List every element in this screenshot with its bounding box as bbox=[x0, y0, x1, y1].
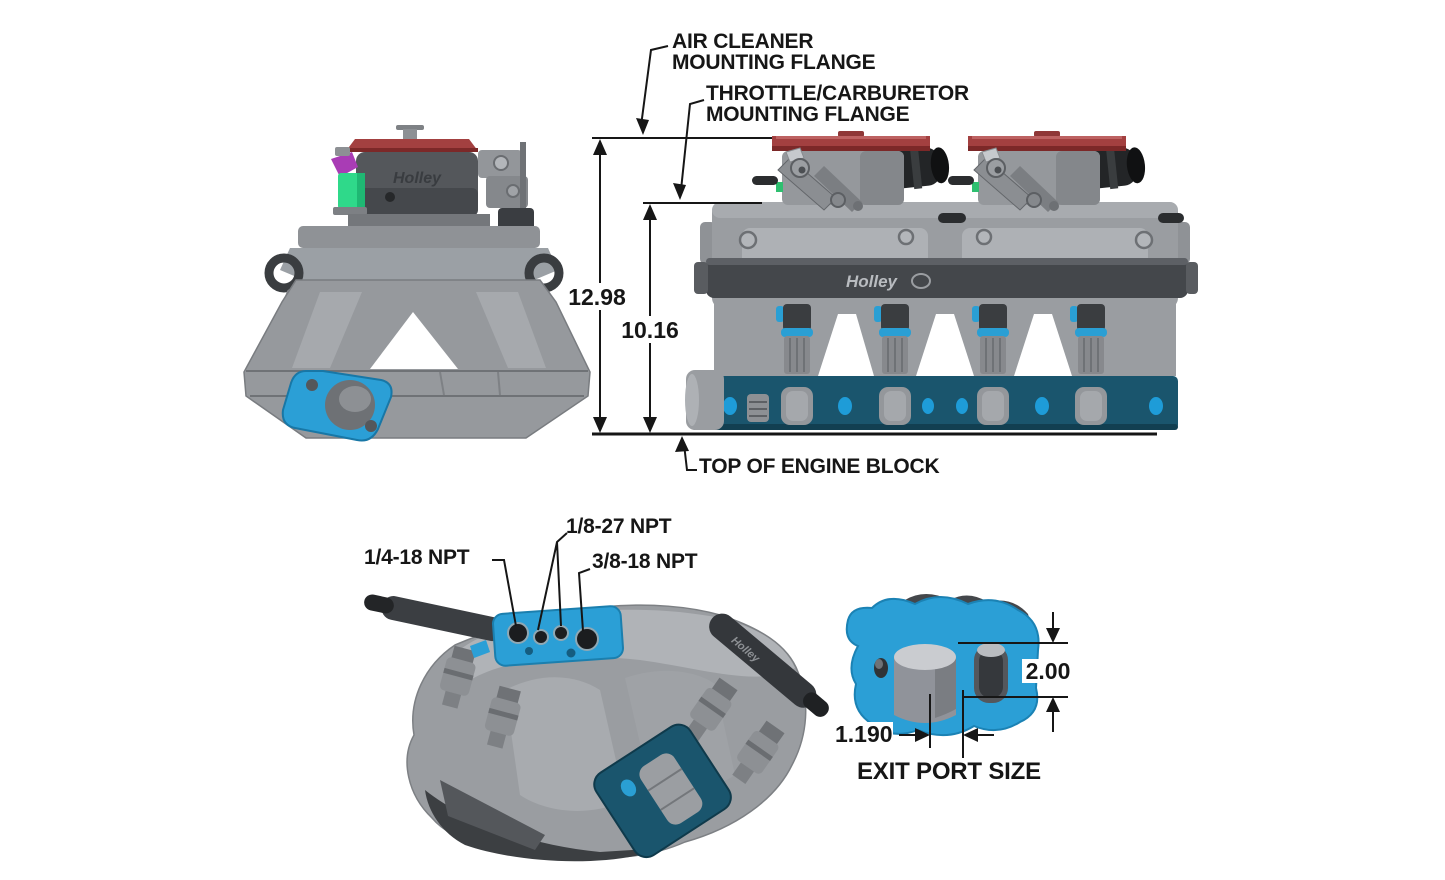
exit-port-size-label: EXIT PORT SIZE bbox=[857, 758, 1041, 785]
iso-fuel-rail-left bbox=[364, 594, 505, 642]
exit-port-view bbox=[845, 594, 1040, 737]
npt-port-label-quarter: 1/4-18 NPT bbox=[364, 546, 470, 569]
dimension-lines bbox=[492, 45, 1157, 758]
exit-port-width-dimension: 1.190 bbox=[835, 721, 893, 747]
base-flange bbox=[692, 376, 1178, 430]
npt-port-label-three-eighths: 3/8-18 NPT bbox=[592, 550, 698, 573]
exit-port-bores bbox=[894, 643, 1008, 723]
top-of-engine-block-label: TOP OF ENGINE BLOCK bbox=[699, 455, 940, 478]
npt-boss bbox=[470, 605, 624, 667]
holley-logo-side: Holley bbox=[846, 272, 899, 291]
overall-height-dimension: 12.98 bbox=[565, 285, 629, 309]
npt-port-label-eighth: 1/8-27 NPT bbox=[566, 515, 672, 538]
exit-port-flange-front bbox=[281, 370, 393, 442]
air-cleaner-flange-label: AIR CLEANER MOUNTING FLANGE bbox=[672, 30, 876, 74]
throttle-flange-label: THROTTLE/CARBURETOR MOUNTING FLANGE bbox=[706, 83, 969, 125]
air-cleaner-line2: MOUNTING FLANGE bbox=[672, 51, 876, 74]
side-view: Holley bbox=[685, 130, 1198, 430]
iso-view: Holley bbox=[364, 594, 829, 862]
exit-port-flange-iso bbox=[593, 723, 732, 859]
air-cleaner-line1: AIR CLEANER bbox=[672, 30, 814, 53]
map-sensor bbox=[331, 147, 367, 215]
throttle-body-2 bbox=[947, 130, 1149, 213]
throttle-line2: MOUNTING FLANGE bbox=[706, 103, 910, 126]
throttle-line1: THROTTLE/CARBURETOR bbox=[706, 82, 969, 105]
holley-logo-front: Holley bbox=[393, 170, 442, 187]
front-view: Holley bbox=[243, 125, 591, 442]
carb-flange-height-dimension: 10.16 bbox=[618, 318, 682, 342]
dimension-arrowheads bbox=[593, 118, 1060, 742]
throttle-body-1 bbox=[751, 130, 953, 213]
exit-port-height-dimension: 2.00 bbox=[1022, 659, 1074, 683]
fuel-rail: Holley bbox=[694, 258, 1198, 298]
